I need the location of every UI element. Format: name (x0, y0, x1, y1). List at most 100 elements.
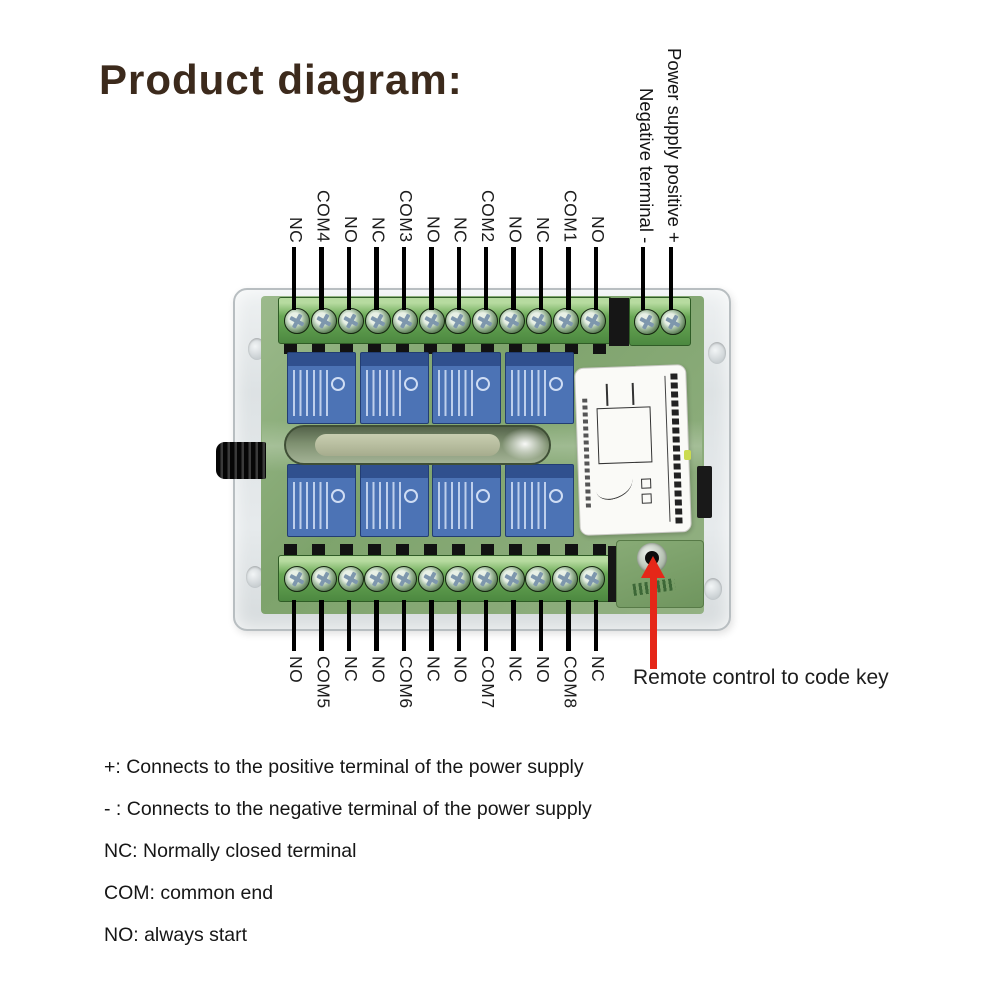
terminal-lead-line (566, 600, 571, 651)
terminal-label-bottom: COM8 (560, 656, 581, 709)
terminal-label-top: NO (340, 215, 361, 243)
relay-module (287, 464, 356, 537)
relay-module (504, 352, 574, 424)
terminal-label-top: NO (587, 215, 608, 243)
solder-notch (480, 344, 494, 354)
label-schematic-box (596, 406, 653, 465)
solder-notch (508, 344, 522, 354)
terminal-label-top: NO (423, 215, 444, 243)
terminal-label-bottom: NO (450, 656, 471, 684)
solder-notch (284, 544, 297, 555)
screw-terminal (284, 565, 310, 592)
power-lead-line (640, 247, 646, 310)
screw-terminal (444, 565, 471, 592)
bottom-solder-notches (284, 544, 606, 555)
terminal-lead-line (456, 247, 461, 310)
solder-notch (368, 344, 382, 354)
solder-notch (284, 344, 297, 354)
terminal-label-top: NC (286, 216, 306, 243)
terminal-label-bottom: NC (505, 656, 526, 683)
terminal-lead-line (593, 600, 599, 651)
terminal-lead-line (374, 600, 379, 651)
terminal-lead-line (346, 600, 352, 651)
solder-notch (368, 544, 382, 555)
screw-terminal (391, 565, 418, 592)
solder-notch (480, 544, 494, 555)
label-text-column (582, 398, 592, 509)
terminal-lead-line (429, 247, 434, 310)
terminal-lead-line (429, 600, 434, 651)
screw-terminal (418, 565, 445, 592)
solder-notch (592, 544, 606, 555)
label-divider (664, 375, 671, 522)
legend-line: NC: Normally closed terminal (104, 840, 357, 862)
screw-terminal (445, 307, 472, 334)
terminal-label-bottom: NC (423, 656, 444, 683)
screw-terminal (337, 565, 364, 592)
relay-module (504, 464, 574, 537)
label-schematic-pin (631, 382, 634, 405)
top-solder-notches (284, 344, 606, 354)
solder-notch (312, 544, 326, 555)
solder-notch (564, 544, 578, 555)
solder-notch (340, 544, 354, 555)
screw-terminal (526, 307, 553, 334)
screw-terminal (471, 565, 498, 592)
case-screw-boss (246, 566, 264, 588)
terminal-lead-line (319, 247, 324, 310)
positive-terminal-label: Power supply positive + (664, 48, 685, 243)
status-led (684, 450, 691, 460)
legend-line: COM: common end (104, 882, 274, 904)
terminal-lead-line (374, 247, 379, 310)
screw-terminal (418, 307, 445, 334)
antenna (216, 442, 266, 479)
terminal-label-bottom: NO (368, 656, 389, 684)
relay-module (287, 352, 356, 424)
label-schematic-pin (605, 383, 608, 406)
solder-notch (340, 344, 354, 354)
page-title: Product diagram: (99, 56, 463, 103)
solder-notch (312, 344, 326, 354)
terminal-label-bottom: COM6 (395, 656, 416, 709)
relay-row-bottom (287, 464, 574, 537)
power-lead-line (668, 247, 674, 310)
label-schematic-node (641, 493, 652, 504)
callout-arrow-head (641, 556, 665, 578)
solder-notch (424, 544, 438, 555)
terminal-label-bottom: NC (587, 656, 608, 683)
legend-line: NO: always start (104, 924, 248, 946)
product-info-label (574, 364, 692, 536)
solder-notch (564, 344, 578, 354)
screw-terminal (660, 308, 686, 335)
terminal-lead-line (538, 600, 544, 651)
relay-module (359, 464, 429, 537)
case-screw-boss (704, 578, 722, 600)
terminal-label-bottom: COM7 (478, 656, 499, 709)
terminal-label-bottom: NO (533, 656, 554, 684)
screw-terminal (552, 565, 579, 592)
slot-glare (502, 428, 548, 460)
terminal-lead-line (511, 600, 516, 651)
terminal-lead-line (319, 600, 324, 651)
screw-terminal (284, 307, 310, 334)
screw-terminal (337, 307, 364, 334)
terminal-label-top: COM1 (560, 190, 581, 243)
terminal-lead-line (401, 247, 407, 310)
screw-terminal (579, 307, 606, 334)
solder-notch (536, 344, 550, 354)
solder-notch (396, 544, 410, 555)
legend: +: Connects to the positive terminal of … (104, 756, 592, 966)
power-terminal-block (629, 297, 691, 346)
relay-module (432, 352, 501, 424)
screw-terminal (310, 307, 337, 334)
callout-arrow (650, 576, 657, 669)
solder-notch (452, 544, 466, 555)
terminal-lead-line (346, 247, 352, 310)
label-schematic-node (641, 478, 652, 489)
legend-line: +: Connects to the positive terminal of … (104, 756, 584, 778)
strip-gap (609, 298, 629, 346)
screw-terminal (498, 565, 525, 592)
solder-notch (452, 344, 466, 354)
screw-terminal (391, 307, 418, 334)
